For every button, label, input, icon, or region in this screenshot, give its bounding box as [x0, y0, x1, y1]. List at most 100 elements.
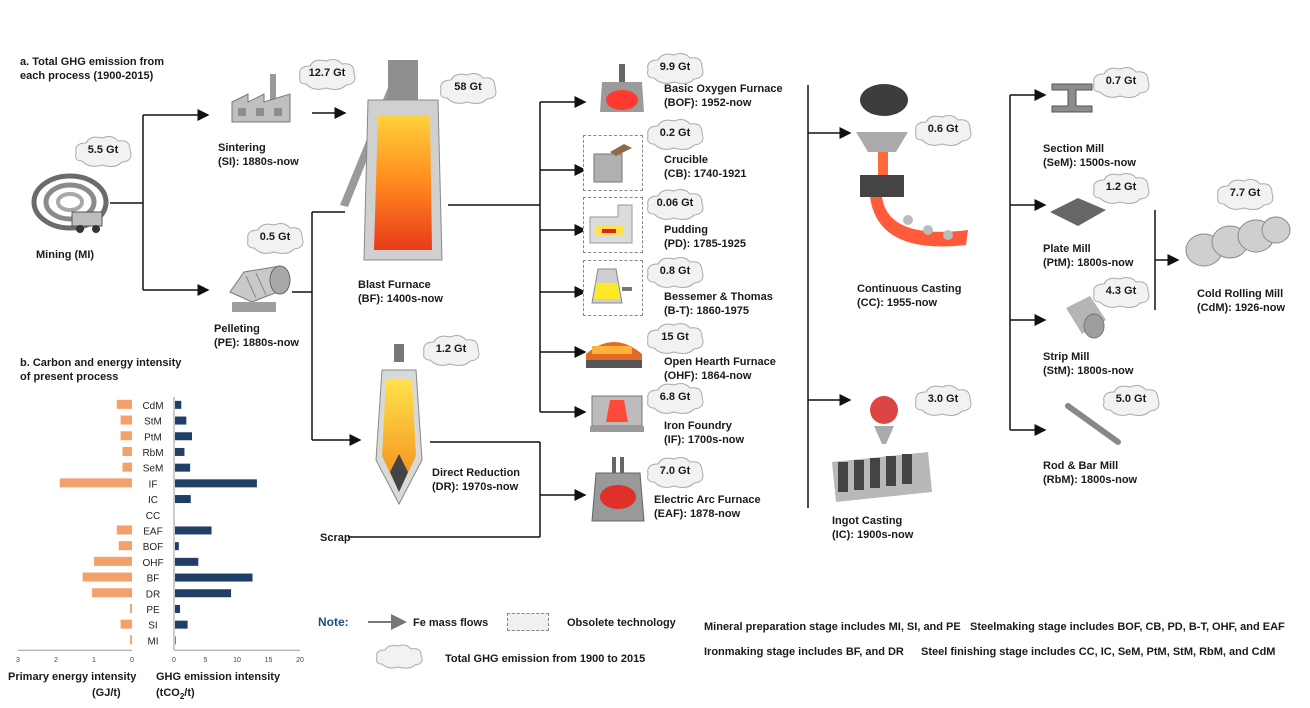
- left-axis-label: Primary energy intensity: [8, 671, 136, 683]
- continuous-casting-name: Continuous Casting: [857, 283, 962, 295]
- energy-tick-3: 3: [16, 657, 20, 662]
- direct-reduction-ghg-value: 1.2 Gt: [435, 343, 467, 355]
- cold-rolling-mill-ghg-value: 7.7 Gt: [1229, 187, 1261, 199]
- energy-bar-si: [120, 619, 132, 629]
- crucible-ghg-cloud: 0.2 Gt: [644, 118, 706, 152]
- cold-rolling-mill-name: Cold Rolling Mill: [1197, 288, 1284, 300]
- cold-rolling-mill-ghg-cloud: 7.7 Gt: [1214, 178, 1276, 212]
- ohf-ghg-value: 15 Gt: [661, 331, 689, 343]
- bof-name: Basic Oxygen Furnace: [664, 83, 783, 95]
- pudding-furnace-icon: [589, 204, 633, 244]
- bof-ghg-cloud: 9.9 Gt: [644, 52, 706, 86]
- rod-bar-mill-ghg-value: 5.0 Gt: [1115, 393, 1147, 405]
- continuous-casting-ghg-cloud: 0.6 Gt: [912, 114, 974, 148]
- legend-fe-mass-flows: Fe mass flows: [413, 617, 489, 629]
- rod-bar-mill-label: Rod & Bar Mill (RbM): 1800s-now: [1043, 459, 1137, 487]
- note-heading: Note:: [318, 615, 349, 629]
- ghg-bar-if: [175, 479, 257, 488]
- blast-furnace-label: Blast Furnace (BF): 1400s-now: [358, 278, 443, 306]
- eaf-ghg-value: 7.0 Gt: [659, 465, 691, 477]
- ghg-tick-20: 20: [296, 657, 304, 662]
- ingot-casting-name: Ingot Casting: [832, 515, 903, 527]
- ghg-tick-5: 5: [204, 657, 208, 662]
- left-axis-unit: (GJ/t): [92, 687, 121, 699]
- iron-foundry-name: Iron Foundry: [664, 420, 732, 432]
- bessemer-period: (B-T): 1860-1975: [664, 305, 749, 317]
- category-label-dr: DR: [146, 589, 160, 600]
- plate-mill-label: Plate Mill (PtM): 1800s-now: [1043, 242, 1133, 270]
- direct-reduction-period: (DR): 1970s-now: [432, 481, 519, 493]
- energy-bar-bof: [118, 541, 132, 551]
- section-a-line1: a. Total GHG emission from: [20, 56, 165, 68]
- left-axis-label-line1: Primary energy intensity: [8, 671, 137, 683]
- mining-ghg-cloud: 5.5 Gt: [72, 135, 134, 169]
- mining-icon: [31, 173, 109, 233]
- plate-mill-ghg-value: 1.2 Gt: [1105, 181, 1137, 193]
- eaf-period: (EAF): 1878-now: [654, 508, 741, 520]
- category-label-rbm: RbM: [142, 448, 163, 459]
- open-hearth-furnace-icon: [586, 342, 642, 368]
- ohf-label: Open Hearth Furnace (OHF): 1864-now: [664, 355, 776, 383]
- blast-furnace-name: Blast Furnace: [358, 279, 431, 291]
- energy-bar-dr: [92, 588, 132, 598]
- category-label-bf: BF: [147, 574, 160, 585]
- bof-period: (BOF): 1952-now: [664, 97, 752, 109]
- bof-label: Basic Oxygen Furnace (BOF): 1952-now: [664, 82, 783, 110]
- sintering-label: Sintering (SI): 1880s-now: [218, 141, 299, 169]
- category-label-mi: MI: [147, 636, 158, 647]
- legend-cloud-icon: [376, 644, 423, 669]
- pelleting-name: Pelleting: [214, 323, 260, 335]
- category-label-ohf: OHF: [142, 558, 163, 569]
- energy-bar-ohf: [94, 556, 132, 566]
- crucible-period: (CB): 1740-1921: [664, 168, 747, 180]
- plate-mill-ghg-cloud: 1.2 Gt: [1090, 172, 1152, 206]
- energy-tick-0: 0: [130, 657, 134, 662]
- right-axis-unit-start: (tCO: [156, 687, 180, 699]
- steelmaking-stage-note: Steelmaking stage includes BOF, CB, PD, …: [970, 621, 1285, 633]
- bof-icon: [600, 64, 644, 112]
- crucible-name: Crucible: [664, 154, 709, 166]
- category-label-cc: CC: [146, 511, 160, 522]
- bessemer-converter-icon: [591, 268, 632, 304]
- category-label-stm: StM: [144, 417, 162, 428]
- legend-obsolete-box: [507, 613, 549, 631]
- iron-foundry-ghg-cloud: 6.8 Gt: [644, 382, 706, 416]
- ghg-tick-10: 10: [233, 657, 241, 662]
- bessemer-label: Bessemer & Thomas (B-T): 1860-1975: [664, 290, 773, 318]
- direct-reduction-label: Direct Reduction (DR): 1970s-now: [432, 466, 520, 494]
- ghg-bar-eaf: [175, 526, 212, 535]
- pelleting-ghg-cloud: 0.5 Gt: [244, 222, 306, 256]
- energy-bar-sem: [122, 462, 132, 472]
- iron-foundry-label: Iron Foundry (IF): 1700s-now: [664, 419, 744, 447]
- section-b-line1: b. Carbon and energy intensity: [20, 357, 182, 369]
- right-axis-unit: (tCO2/t): [156, 687, 195, 701]
- ghg-bar-ic: [175, 495, 191, 504]
- ohf-ghg-cloud: 15 Gt: [644, 322, 706, 356]
- intensity-bar-chart: CdMStMPtMRbMSeMIFICCCEAFBOFOHFBFDRPESIMI…: [16, 397, 304, 662]
- direct-reduction-name: Direct Reduction: [432, 467, 521, 479]
- category-label-if: IF: [149, 479, 158, 490]
- iron-foundry-ghg-value: 6.8 Gt: [659, 391, 691, 403]
- crucible-icon: [593, 144, 632, 183]
- legend-obsolete: Obsolete technology: [567, 617, 676, 629]
- sintering-period: (SI): 1880s-now: [218, 156, 299, 168]
- iron-foundry-icon: [590, 395, 644, 432]
- eaf-name: Electric Arc Furnace: [654, 494, 761, 506]
- eaf-label: Electric Arc Furnace (EAF): 1878-now: [654, 493, 761, 521]
- continuous-casting-ghg-value: 0.6 Gt: [927, 123, 959, 135]
- energy-bar-rbm: [122, 446, 132, 456]
- right-axis-unit-sub: 2: [179, 692, 185, 702]
- ghg-tick-0: 0: [172, 657, 176, 662]
- plate-mill-period: (PtM): 1800s-now: [1043, 257, 1134, 269]
- section-mill-ghg-value: 0.7 Gt: [1105, 75, 1137, 87]
- ghg-bar-mi: [175, 636, 176, 645]
- rod-bar-mill-name: Rod & Bar Mill: [1043, 460, 1119, 472]
- energy-tick-1: 1: [92, 657, 96, 662]
- energy-bar-pe: [130, 603, 132, 613]
- finishing-stage-note: Steel finishing stage includes CC, IC, S…: [921, 646, 1276, 658]
- sintering-ghg-value: 12.7 Gt: [308, 67, 346, 79]
- rod-bar-mill-period: (RbM): 1800s-now: [1043, 474, 1138, 486]
- energy-bar-stm: [120, 415, 132, 425]
- sintering-ghg-cloud: 12.7 Gt: [296, 58, 358, 92]
